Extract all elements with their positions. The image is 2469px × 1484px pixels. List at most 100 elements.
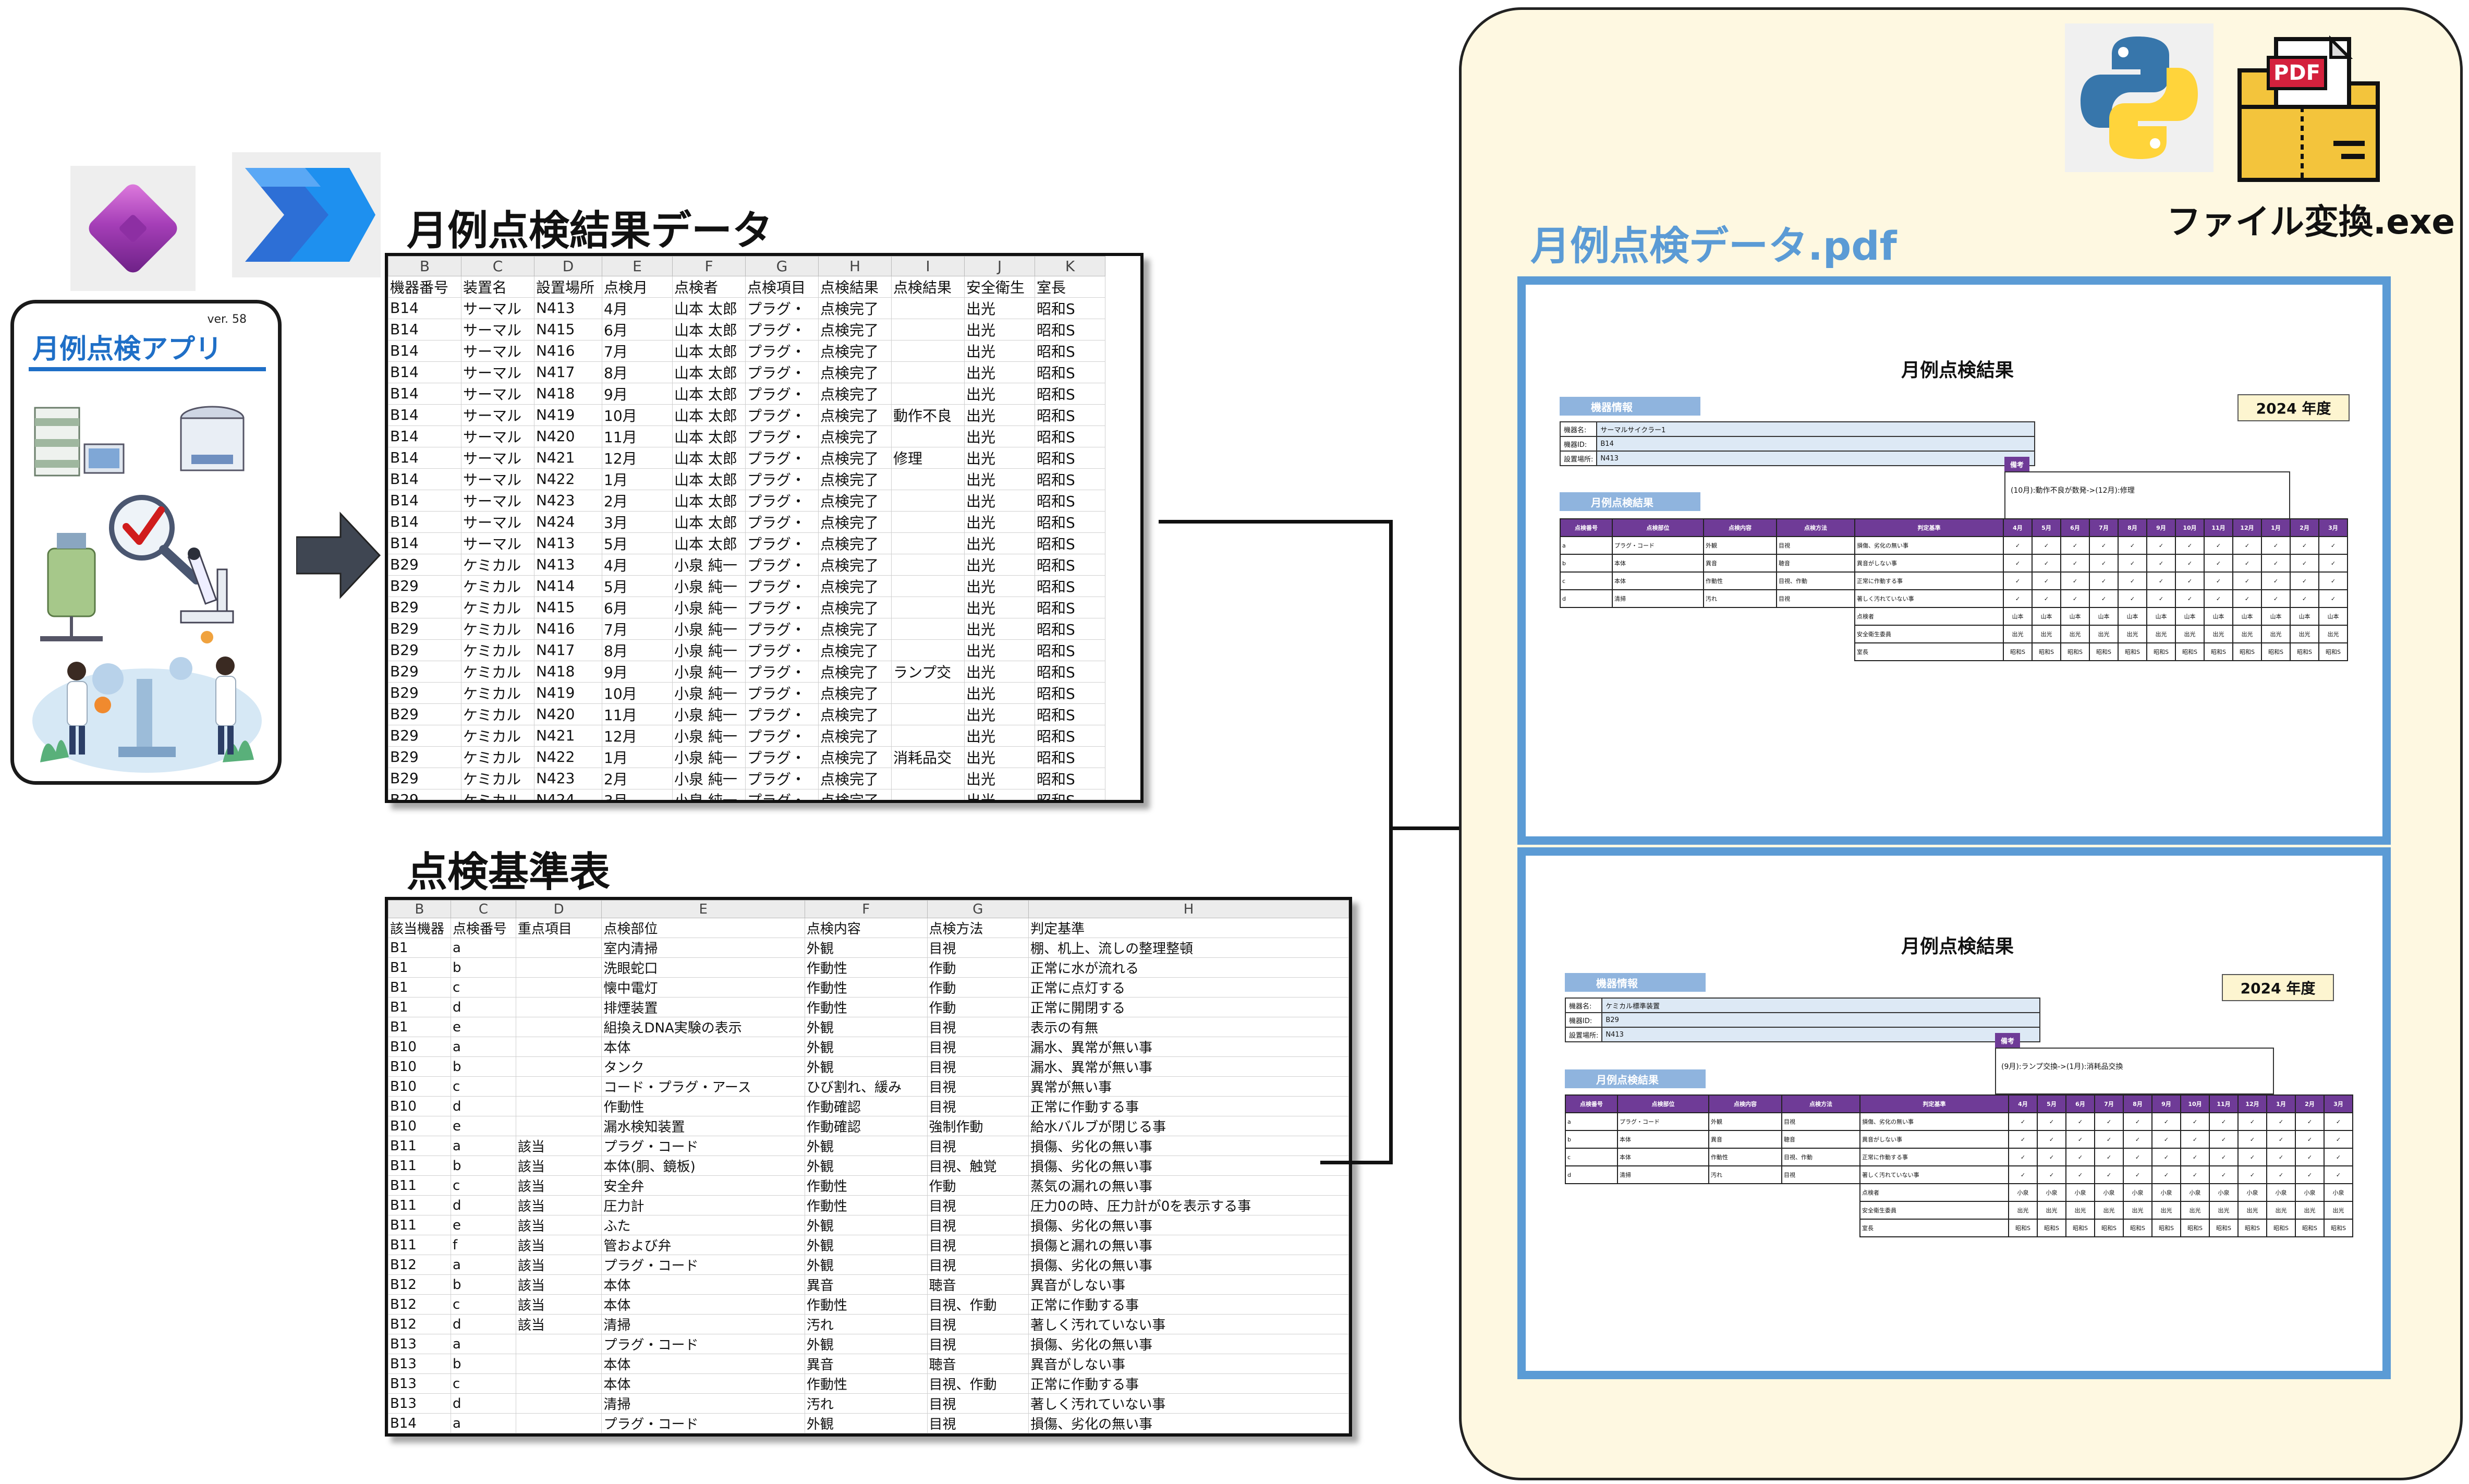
table-cell[interactable]: サーマル	[461, 446, 534, 469]
table-cell[interactable]: サーマル	[461, 532, 534, 554]
table-cell[interactable]: プラグ・	[745, 425, 819, 447]
header-cell[interactable]: 装置名	[461, 275, 534, 298]
table-cell[interactable]: 5月	[602, 532, 673, 554]
table-cell[interactable]: ケミカル	[461, 788, 534, 800]
table-cell[interactable]	[891, 596, 965, 618]
table-cell[interactable]: 出光	[964, 767, 1035, 789]
column-letter[interactable]: G	[745, 256, 819, 276]
table-cell[interactable]: 損傷と漏れの無い事	[1028, 1235, 1349, 1256]
table-cell[interactable]: 作動性	[804, 1195, 928, 1216]
table-cell[interactable]: 昭和S	[1035, 318, 1105, 340]
table-cell[interactable]: B29	[388, 596, 461, 618]
table-cell[interactable]: 懐中電灯	[601, 977, 805, 998]
table-cell[interactable]: N413	[534, 297, 602, 319]
table-cell[interactable]: 損傷、劣化の無い事	[1028, 1334, 1349, 1355]
table-cell[interactable]: N424	[534, 788, 602, 800]
table-cell[interactable]: 山本 太郎	[672, 510, 746, 533]
table-cell[interactable]: 3月	[602, 510, 673, 533]
table-cell[interactable]	[515, 938, 602, 958]
table-cell[interactable]: 正常に点灯する	[1028, 977, 1349, 998]
table-cell[interactable]: ケミカル	[461, 553, 534, 576]
table-cell[interactable]: 動作不良	[891, 404, 965, 426]
header-cell[interactable]: 点検内容	[804, 918, 928, 939]
table-cell[interactable]: a	[450, 1413, 516, 1433]
table-cell[interactable]: 著しく汚れていない事	[1028, 1393, 1349, 1414]
header-cell[interactable]: 点検項目	[745, 275, 819, 298]
table-cell[interactable]: B10	[388, 1037, 451, 1057]
column-letter[interactable]: H	[1028, 900, 1349, 919]
table-cell[interactable]: 異常が無い事	[1028, 1076, 1349, 1097]
table-cell[interactable]: 出光	[964, 617, 1035, 640]
header-cell[interactable]: 点検結果	[818, 275, 892, 298]
table-cell[interactable]: b	[450, 1155, 516, 1176]
table-cell[interactable]: 目視	[927, 1136, 1029, 1157]
table-cell[interactable]: c	[450, 1175, 516, 1196]
table-cell[interactable]: ケミカル	[461, 682, 534, 704]
table-cell[interactable]: 昭和S	[1035, 639, 1105, 661]
table-cell[interactable]: B12	[388, 1255, 451, 1275]
table-cell[interactable]: a	[450, 1255, 516, 1275]
table-cell[interactable]: 本体(胴、鏡板)	[601, 1155, 805, 1176]
table-cell[interactable]: 異音	[805, 1433, 927, 1437]
table-cell[interactable]: 聴音	[927, 1433, 1029, 1437]
table-cell[interactable]: B29	[388, 575, 461, 597]
table-cell[interactable]: 作動	[927, 1175, 1029, 1196]
table-cell[interactable]	[891, 339, 965, 362]
table-cell[interactable]: 昭和S	[1035, 425, 1105, 447]
table-cell[interactable]: ふた	[601, 1215, 805, 1236]
table-cell[interactable]	[891, 682, 965, 704]
table-cell[interactable]: N418	[534, 382, 602, 405]
table-cell[interactable]: 4月	[602, 553, 673, 576]
table-cell[interactable]: サーマル	[461, 318, 534, 340]
table-cell[interactable]: 外観	[804, 1136, 928, 1157]
table-cell[interactable]: 作動	[927, 977, 1029, 998]
table-cell[interactable]: 目視	[927, 1215, 1029, 1236]
table-cell[interactable]: プラグ・	[745, 575, 819, 597]
table-cell[interactable]: 正常に開閉する	[1028, 997, 1349, 1018]
table-cell[interactable]: プラグ・	[745, 746, 819, 768]
column-letter[interactable]: B	[388, 900, 451, 919]
table-cell[interactable]: 小泉 純一	[672, 639, 746, 661]
table-cell[interactable]: 出光	[964, 446, 1035, 469]
table-cell[interactable]	[891, 382, 965, 405]
table-cell[interactable]: 洗眼蛇口	[601, 957, 805, 978]
table-cell[interactable]: 出光	[964, 382, 1035, 405]
table-cell[interactable]: B11	[388, 1215, 451, 1236]
header-cell[interactable]: 該当機器	[388, 918, 451, 939]
table-cell[interactable]: 出光	[964, 596, 1035, 618]
header-cell[interactable]: 室長	[1035, 275, 1105, 298]
table-cell[interactable]: 小泉 純一	[672, 553, 746, 576]
table-cell[interactable]	[891, 425, 965, 447]
table-cell[interactable]: B29	[388, 746, 461, 768]
table-cell[interactable]	[516, 1433, 602, 1437]
table-cell[interactable]: 損傷、劣化の無い事	[1028, 1155, 1349, 1176]
table-cell[interactable]: N415	[534, 318, 602, 340]
column-letter[interactable]: D	[534, 256, 602, 276]
table-cell[interactable]: 目視	[927, 1334, 1029, 1355]
table-cell[interactable]	[515, 1116, 602, 1137]
table-cell[interactable]: N414	[534, 575, 602, 597]
table-cell[interactable]: a	[450, 1334, 516, 1355]
column-letter[interactable]: I	[891, 256, 965, 276]
table-cell[interactable]: B14	[388, 297, 461, 319]
table-cell[interactable]: 6月	[602, 596, 673, 618]
table-cell[interactable]: ケミカル	[461, 724, 534, 747]
table-cell[interactable]: 損傷、劣化の無い事	[1028, 1255, 1349, 1275]
column-letter[interactable]: G	[927, 900, 1029, 919]
table-cell[interactable]: 安全弁	[601, 1175, 805, 1196]
table-cell[interactable]: 出光	[964, 489, 1035, 512]
table-cell[interactable]: d	[450, 1096, 516, 1117]
table-cell[interactable]: 棚、机上、流しの整理整頓	[1028, 938, 1349, 958]
table-cell[interactable]: プラグ・	[745, 489, 819, 512]
table-cell[interactable]: 目視	[927, 1393, 1029, 1414]
table-cell[interactable]: 該当	[515, 1255, 602, 1275]
table-cell[interactable]: 該当	[515, 1314, 602, 1335]
table-cell[interactable]: プラグ・	[745, 767, 819, 789]
table-cell[interactable]: N413	[534, 532, 602, 554]
table-cell[interactable]: 昭和S	[1035, 703, 1105, 725]
table-cell[interactable]	[891, 468, 965, 490]
column-letter[interactable]: C	[450, 900, 516, 919]
table-cell[interactable]: B1	[388, 1017, 451, 1038]
table-cell[interactable]: 昭和S	[1035, 404, 1105, 426]
